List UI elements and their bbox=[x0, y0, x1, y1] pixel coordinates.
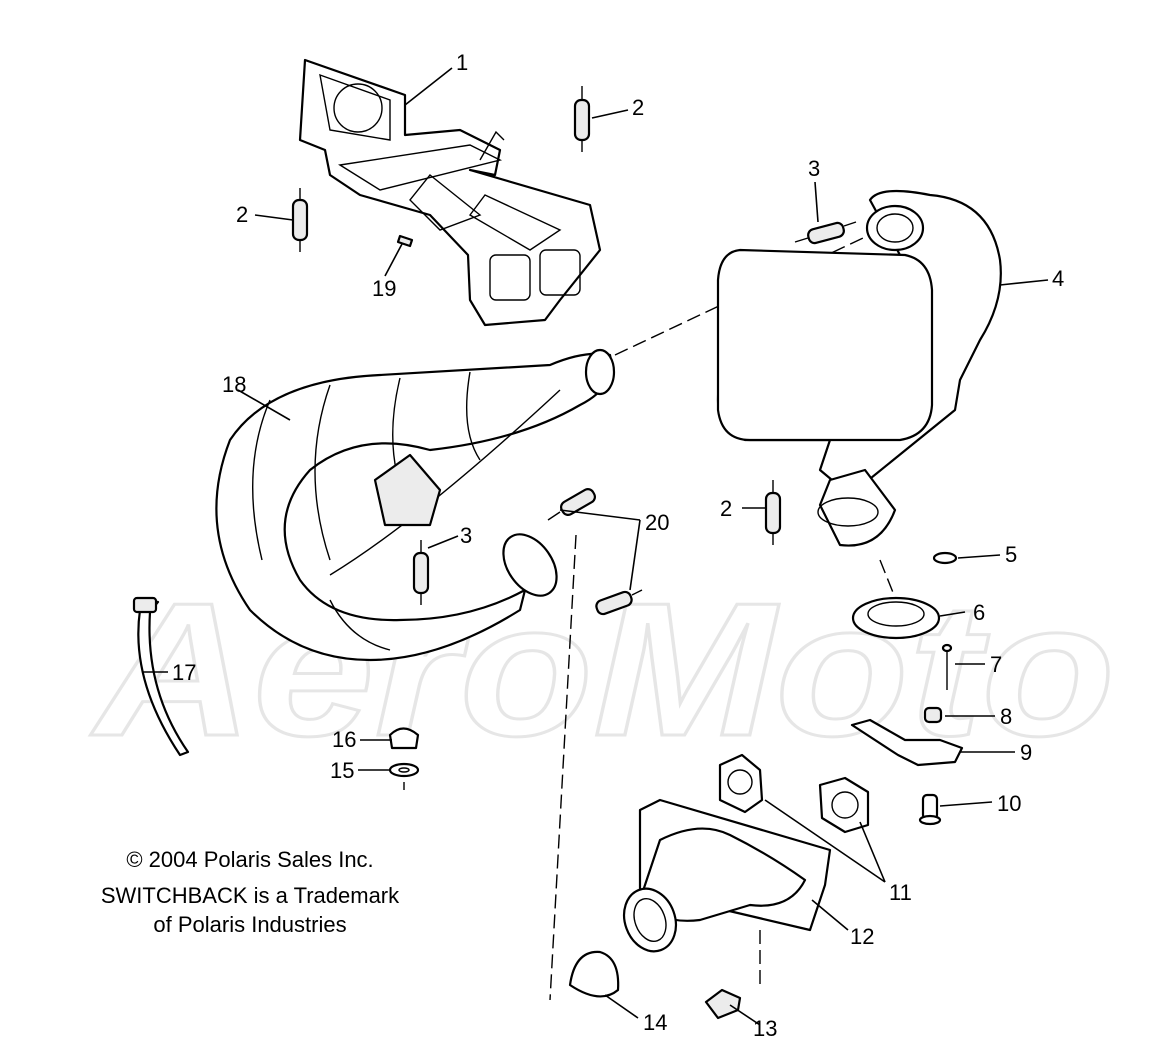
part-washer bbox=[388, 762, 420, 790]
callout-6: 6 bbox=[973, 600, 985, 625]
spring-part bbox=[595, 589, 643, 616]
trademark-text-line1: SWITCHBACK is a Trademark bbox=[100, 882, 400, 908]
callout-1: 1 bbox=[456, 50, 468, 75]
callout-12: 12 bbox=[850, 924, 874, 949]
part-silencer bbox=[716, 189, 1002, 547]
callout-9: 9 bbox=[1020, 740, 1032, 765]
part-gasket bbox=[818, 776, 870, 834]
spring-part bbox=[794, 221, 857, 245]
callout-labels: 1 2 2 2 3 3 4 5 6 7 8 9 10 11 12 13 14 1… bbox=[172, 50, 1064, 1041]
part-exhaust-manifold bbox=[622, 798, 832, 953]
part-washer bbox=[932, 551, 958, 565]
callout-18: 18 bbox=[222, 372, 246, 397]
callout-20: 20 bbox=[645, 510, 669, 535]
callout-2: 2 bbox=[632, 95, 644, 120]
callout-19: 19 bbox=[372, 276, 396, 301]
callout-3: 3 bbox=[460, 523, 472, 548]
part-strap bbox=[132, 596, 190, 757]
part-nut bbox=[923, 706, 943, 724]
part-stud bbox=[704, 988, 742, 1020]
spring-part bbox=[547, 488, 596, 521]
part-gasket-ring bbox=[851, 596, 941, 640]
callout-2: 2 bbox=[720, 496, 732, 521]
callout-15: 15 bbox=[330, 758, 354, 783]
callout-10: 10 bbox=[997, 791, 1021, 816]
callout-4: 4 bbox=[1052, 266, 1064, 291]
part-gasket bbox=[718, 753, 764, 814]
callout-7: 7 bbox=[990, 652, 1002, 677]
callout-2: 2 bbox=[236, 202, 248, 227]
callout-16: 16 bbox=[332, 727, 356, 752]
callout-14: 14 bbox=[643, 1010, 667, 1035]
part-seal bbox=[568, 950, 620, 998]
spring-part bbox=[573, 86, 591, 152]
part-bolt bbox=[941, 643, 953, 690]
spring-part bbox=[764, 480, 782, 545]
callout-8: 8 bbox=[1000, 704, 1012, 729]
copyright-text: © 2004 Polaris Sales Inc. bbox=[126, 847, 374, 872]
part-clip bbox=[396, 234, 414, 248]
callout-17: 17 bbox=[172, 660, 196, 685]
part-grommet bbox=[388, 727, 420, 750]
caption-block: © 2004 Polaris Sales Inc. SWITCHBACK is … bbox=[70, 845, 430, 940]
part-expansion-chamber bbox=[215, 348, 616, 662]
part-mounting-bracket bbox=[298, 58, 602, 327]
callout-11: 11 bbox=[889, 880, 912, 905]
part-bolt bbox=[918, 793, 942, 826]
trademark-text-line2: of Polaris Industries bbox=[153, 912, 347, 938]
spring-part bbox=[291, 188, 309, 252]
callout-5: 5 bbox=[1005, 542, 1017, 567]
spring-part bbox=[412, 540, 430, 605]
callout-13: 13 bbox=[753, 1016, 777, 1041]
callout-3: 3 bbox=[808, 156, 820, 181]
part-bracket-plate bbox=[850, 718, 964, 767]
leader-lines bbox=[142, 67, 1049, 1026]
